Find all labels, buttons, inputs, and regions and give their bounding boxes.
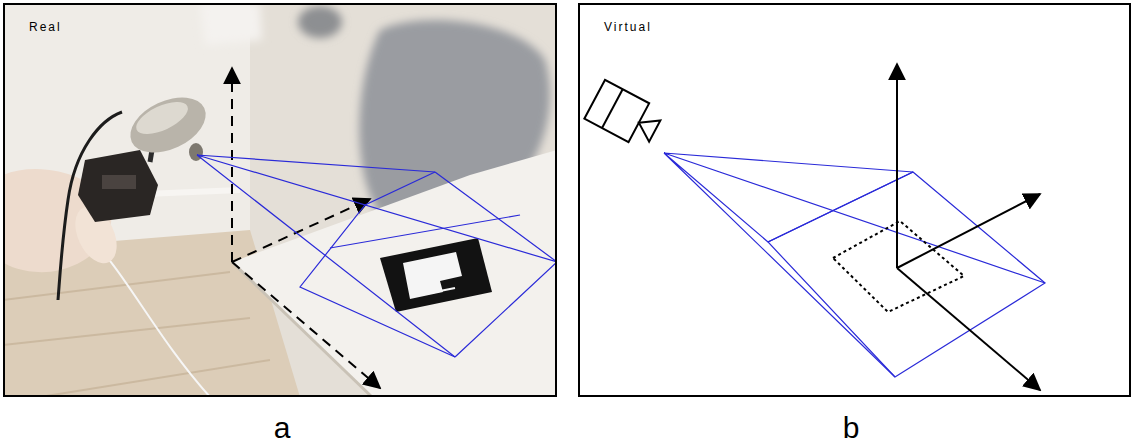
figure-panel: Virtual [578, 3, 1131, 397]
panel-title: Virtual [604, 20, 652, 34]
real-axes [232, 68, 380, 388]
frustum-midline [330, 215, 520, 248]
webcam-highlight [132, 95, 193, 140]
webcam [58, 86, 214, 300]
frustum-edge [768, 172, 913, 242]
marker-border [380, 238, 492, 312]
virtual-camera [584, 80, 665, 151]
figure-panel: Real [3, 3, 557, 397]
fiducial-marker [380, 238, 492, 312]
axis-depth [232, 199, 370, 262]
virtual-axes [897, 64, 1040, 390]
background-object [298, 6, 342, 38]
subfigure-letter: a [274, 411, 291, 445]
axis-depth [897, 194, 1040, 268]
frustum-rays [664, 153, 1045, 377]
webcam-body [122, 86, 215, 163]
virtual-panel [584, 64, 1045, 390]
panel-title: Real [29, 20, 62, 34]
axis-up [896, 64, 898, 268]
table-edge [232, 262, 372, 397]
floor-planks [3, 272, 270, 397]
camera-body [584, 80, 649, 142]
frustum-base [768, 172, 1045, 377]
webcam-clip [78, 150, 158, 222]
wall-panel [200, 3, 262, 45]
camera-divider [602, 89, 623, 128]
webcam-cable [58, 112, 122, 300]
frustum-base [300, 172, 557, 357]
virtual-frustum [664, 153, 1045, 377]
clip-detail [102, 175, 136, 189]
frustum-rays [197, 155, 557, 357]
real-frustum [197, 155, 557, 357]
table-top [232, 150, 557, 397]
photo-background [3, 3, 557, 397]
photo-panel [3, 3, 557, 397]
marker-line [420, 288, 455, 295]
axis-right [897, 268, 1040, 390]
marker-pattern [403, 252, 462, 299]
camera-lens [633, 112, 660, 142]
subfigure-letter: b [843, 411, 860, 445]
